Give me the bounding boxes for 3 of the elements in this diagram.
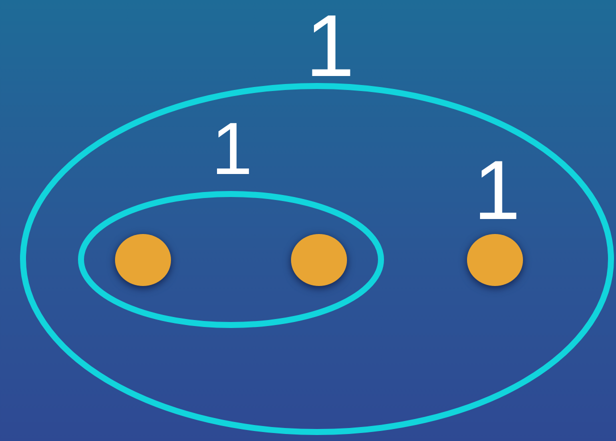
count-label: 1 <box>306 2 354 90</box>
count-label: 1 <box>474 148 520 232</box>
count-label: 1 <box>211 112 253 186</box>
